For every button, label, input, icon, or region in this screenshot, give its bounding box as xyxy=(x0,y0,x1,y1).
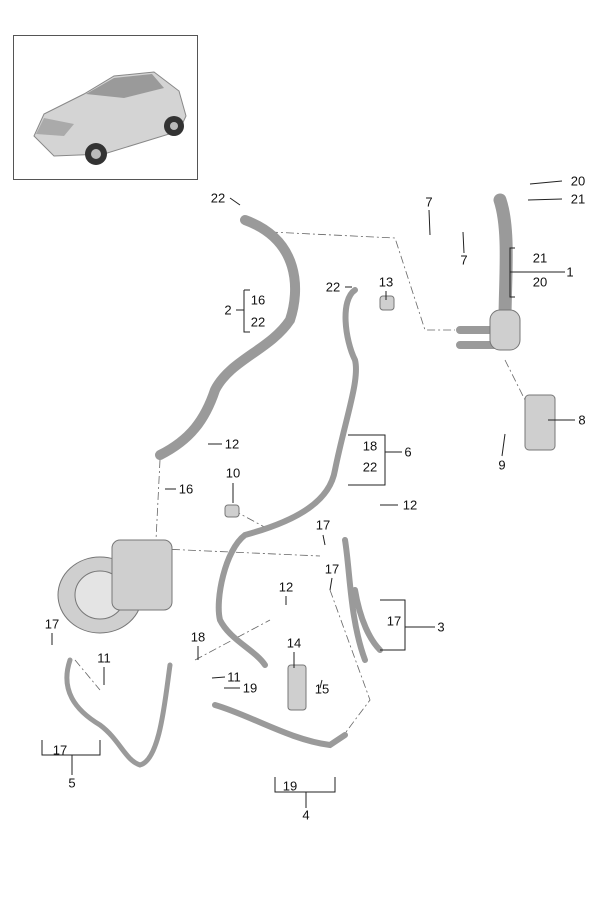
callout-22[interactable]: 22 xyxy=(210,190,226,206)
callout-11[interactable]: 11 xyxy=(97,650,111,666)
callout-22[interactable]: 22 xyxy=(325,279,341,295)
pipes xyxy=(64,193,513,768)
callout-18[interactable]: 18 xyxy=(362,438,378,454)
callout-11[interactable]: 11 xyxy=(227,669,241,685)
callout-14[interactable]: 14 xyxy=(286,635,302,651)
callout-15[interactable]: 15 xyxy=(314,681,330,697)
callout-6[interactable]: 6 xyxy=(404,444,412,460)
callout-12[interactable]: 12 xyxy=(278,579,294,595)
callout-20[interactable]: 20 xyxy=(532,274,548,290)
callout-9[interactable]: 9 xyxy=(498,457,506,473)
callout-5[interactable]: 5 xyxy=(68,775,76,791)
callout-17[interactable]: 17 xyxy=(386,613,402,629)
callout-20[interactable]: 20 xyxy=(570,173,586,189)
callout-22[interactable]: 22 xyxy=(250,314,266,330)
callout-18[interactable]: 18 xyxy=(190,629,206,645)
vehicle-thumbnail[interactable] xyxy=(13,35,198,180)
callout-12[interactable]: 12 xyxy=(224,436,240,452)
callout-16[interactable]: 16 xyxy=(250,292,266,308)
callout-17[interactable]: 17 xyxy=(52,742,68,758)
callout-8[interactable]: 8 xyxy=(578,412,586,428)
callout-21[interactable]: 21 xyxy=(570,191,586,207)
callout-17[interactable]: 17 xyxy=(324,561,340,577)
brackets xyxy=(41,180,575,808)
callout-2[interactable]: 2 xyxy=(224,302,232,318)
callout-21[interactable]: 21 xyxy=(532,250,548,266)
callout-4[interactable]: 4 xyxy=(302,807,310,823)
components xyxy=(57,295,556,711)
callout-1[interactable]: 1 xyxy=(566,264,574,280)
leader-dashes xyxy=(74,231,531,741)
callout-16[interactable]: 16 xyxy=(178,481,194,497)
callout-17[interactable]: 17 xyxy=(315,517,331,533)
callout-19[interactable]: 19 xyxy=(242,680,258,696)
callout-12[interactable]: 12 xyxy=(402,497,418,513)
callout-19[interactable]: 19 xyxy=(282,778,298,794)
callout-10[interactable]: 10 xyxy=(225,465,241,481)
callout-13[interactable]: 13 xyxy=(378,274,394,290)
callout-7[interactable]: 7 xyxy=(425,194,433,210)
callout-22[interactable]: 22 xyxy=(362,459,378,475)
callout-17[interactable]: 17 xyxy=(44,616,60,632)
callout-3[interactable]: 3 xyxy=(437,619,445,635)
callout-7[interactable]: 7 xyxy=(460,252,468,268)
car-icon xyxy=(33,71,187,165)
